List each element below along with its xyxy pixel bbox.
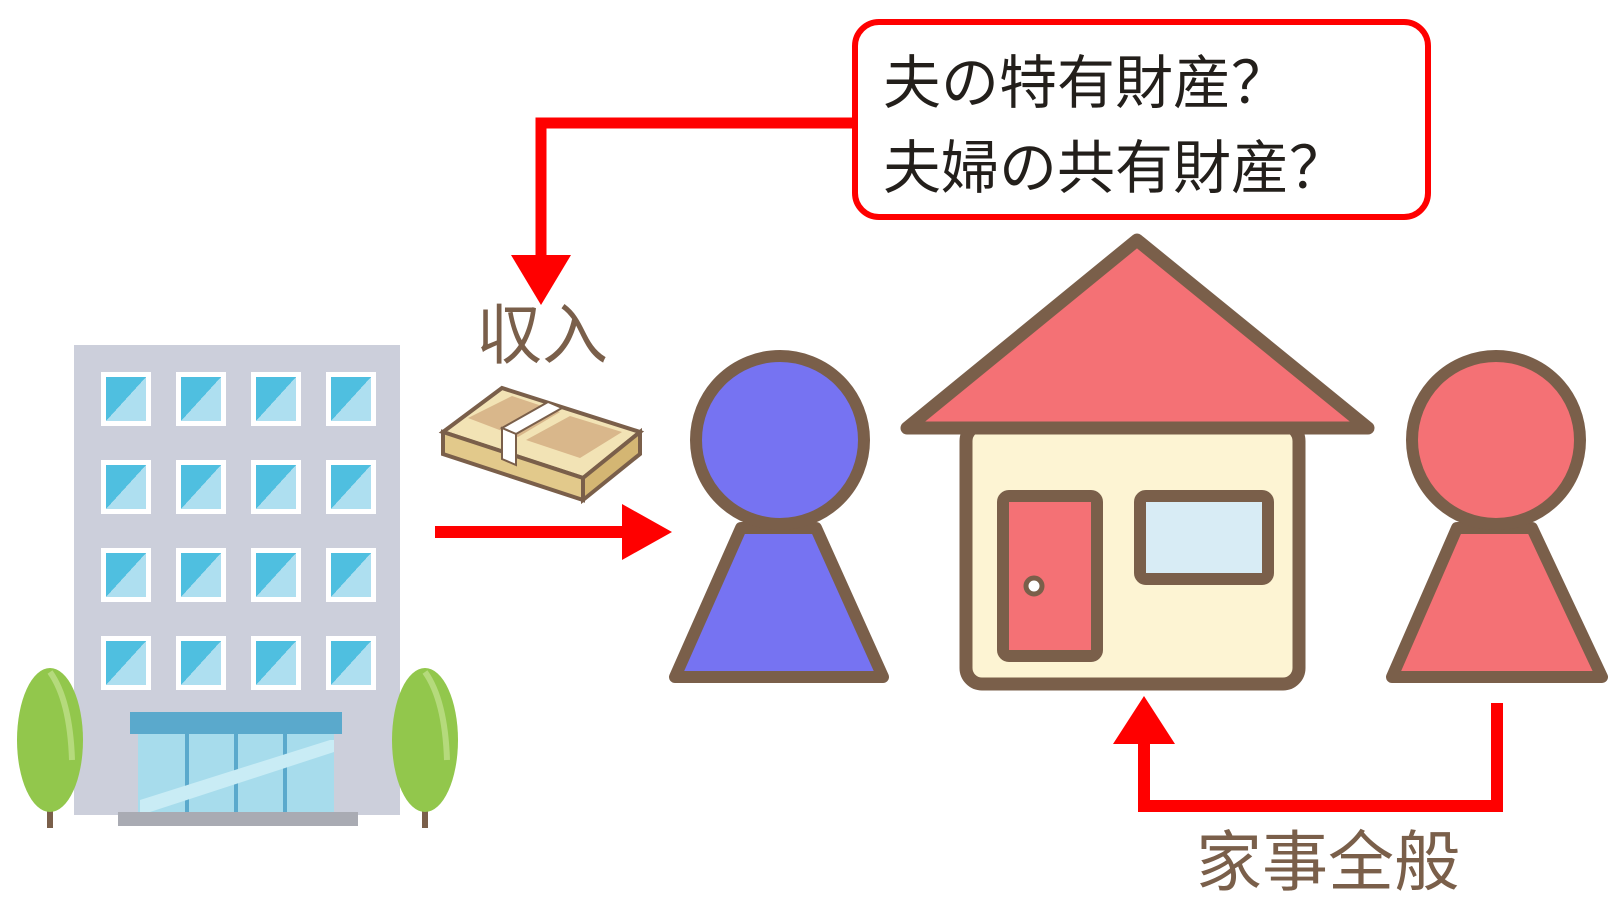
building-window-pane <box>106 641 146 685</box>
wife-person-icon <box>1386 350 1608 683</box>
question-line-2: 夫婦の共有財産？ <box>883 134 1347 202</box>
arrow-wife-to-house <box>1113 696 1503 812</box>
husband-person-icon <box>669 350 889 683</box>
housework-label: 家事全般 <box>1196 824 1460 897</box>
building-window-pane <box>331 553 371 597</box>
house-window-icon <box>1134 490 1274 585</box>
building-window-pane <box>331 641 371 685</box>
building-window-pane <box>181 641 221 685</box>
banknote-bundle-icon <box>438 385 645 505</box>
building-window-pane <box>181 377 221 421</box>
tree-icon <box>392 668 458 828</box>
income-label: 収入 <box>476 297 608 374</box>
building-window-pane <box>106 377 146 421</box>
building-window-pane <box>331 465 371 509</box>
building-window-pane <box>256 377 296 421</box>
house-icon <box>900 233 1375 691</box>
question-box: 夫の特有財産？ 夫婦の共有財産？ <box>852 19 1431 220</box>
building-window-pane <box>331 377 371 421</box>
tree-icon <box>17 668 83 828</box>
building-window-pane <box>256 465 296 509</box>
building-window-pane <box>256 553 296 597</box>
question-line-1: 夫の特有財産？ <box>883 49 1289 117</box>
building-window-pane <box>256 641 296 685</box>
door-icon <box>997 490 1103 662</box>
arrow-question-to-income <box>511 117 855 305</box>
building-window-pane <box>181 465 221 509</box>
building-window-pane <box>181 553 221 597</box>
office-building-icon <box>74 345 400 826</box>
building-windows <box>101 372 376 690</box>
building-window-pane <box>106 465 146 509</box>
building-window-pane <box>106 553 146 597</box>
arrow-building-to-husband <box>435 504 672 560</box>
